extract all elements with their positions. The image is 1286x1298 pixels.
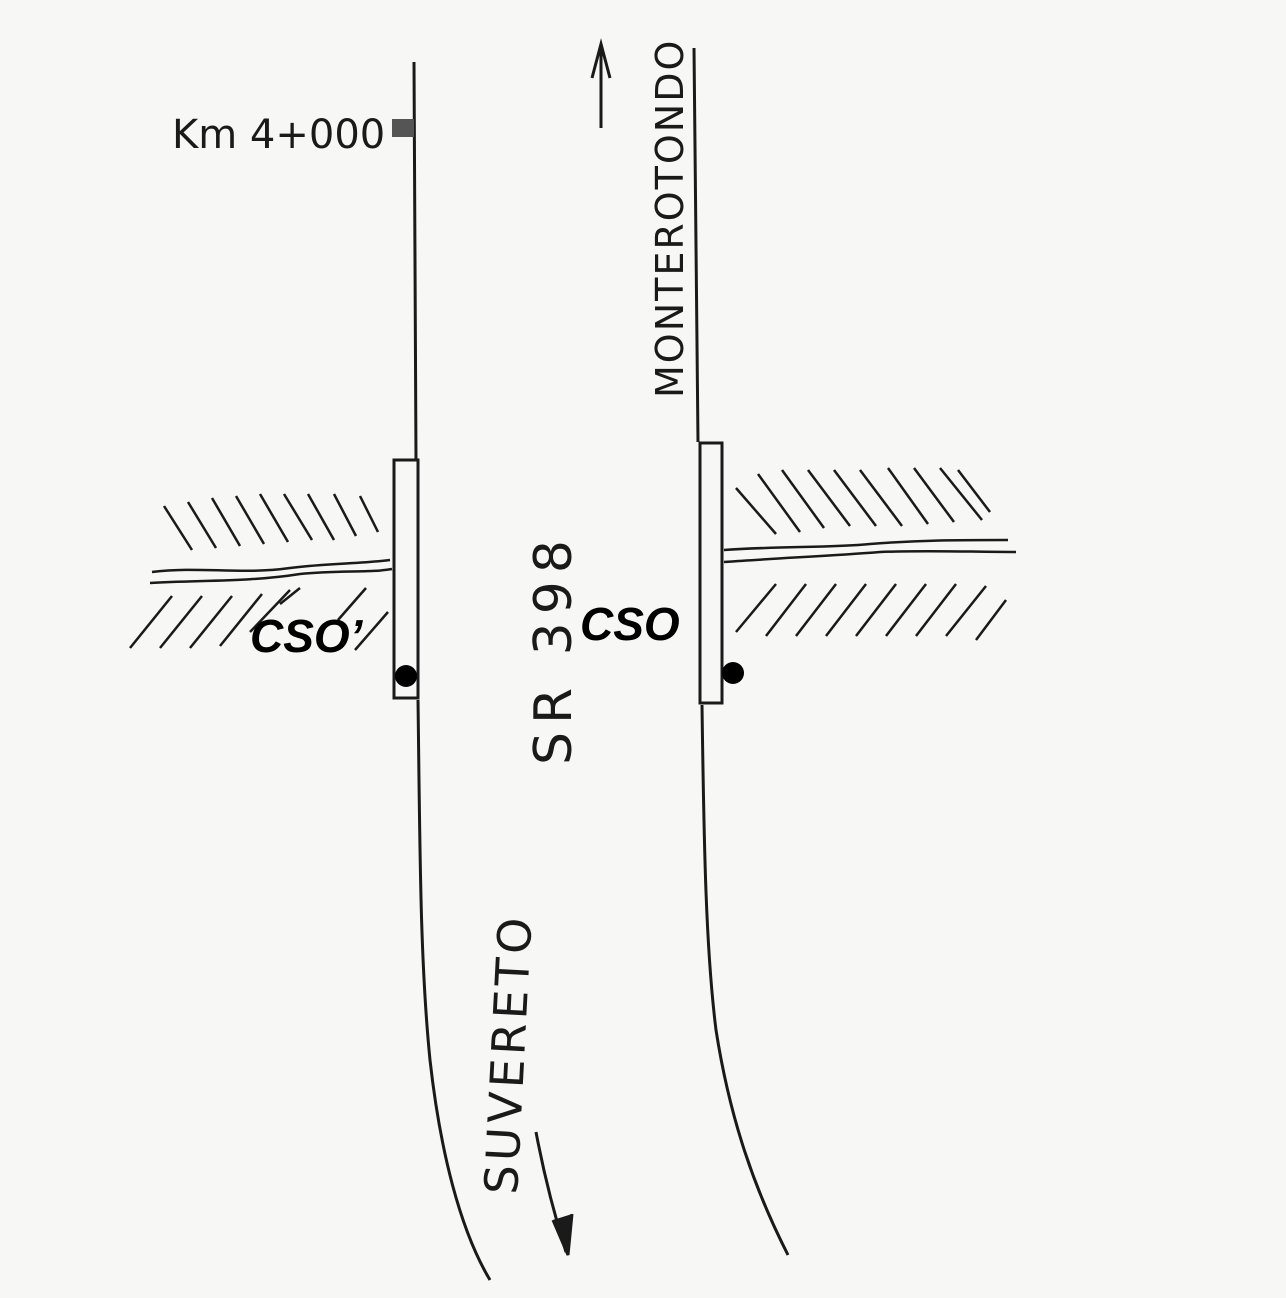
culvert-right-headwall <box>698 441 724 705</box>
direction-south-label: SUVERETO <box>474 912 543 1195</box>
stream-right <box>723 538 1017 564</box>
embankment-hatch-left-top <box>162 493 380 551</box>
south-arrow-icon <box>534 1131 574 1256</box>
road-name-label: SR 398 <box>524 532 584 765</box>
road-right-edge <box>692 47 790 1256</box>
culvert-right-label: CSO <box>580 598 680 650</box>
culvert-left-label: CSO’ <box>250 610 364 662</box>
km-marker-label: Km 4+000 <box>172 112 385 158</box>
culvert-right-dot <box>722 662 744 684</box>
direction-north-label: MONTEROTONDO <box>648 39 692 398</box>
road-left-edge <box>412 61 492 1281</box>
embankment-hatch-right-top <box>735 467 991 535</box>
north-arrow-icon <box>590 38 612 128</box>
culvert-left-headwall <box>392 458 420 700</box>
embankment-hatch-left-bottom <box>129 587 389 651</box>
km-marker-post <box>392 119 414 137</box>
stream-left <box>149 558 393 585</box>
culvert-left-dot <box>395 665 417 687</box>
embankment-hatch-right-bottom <box>735 583 1007 641</box>
